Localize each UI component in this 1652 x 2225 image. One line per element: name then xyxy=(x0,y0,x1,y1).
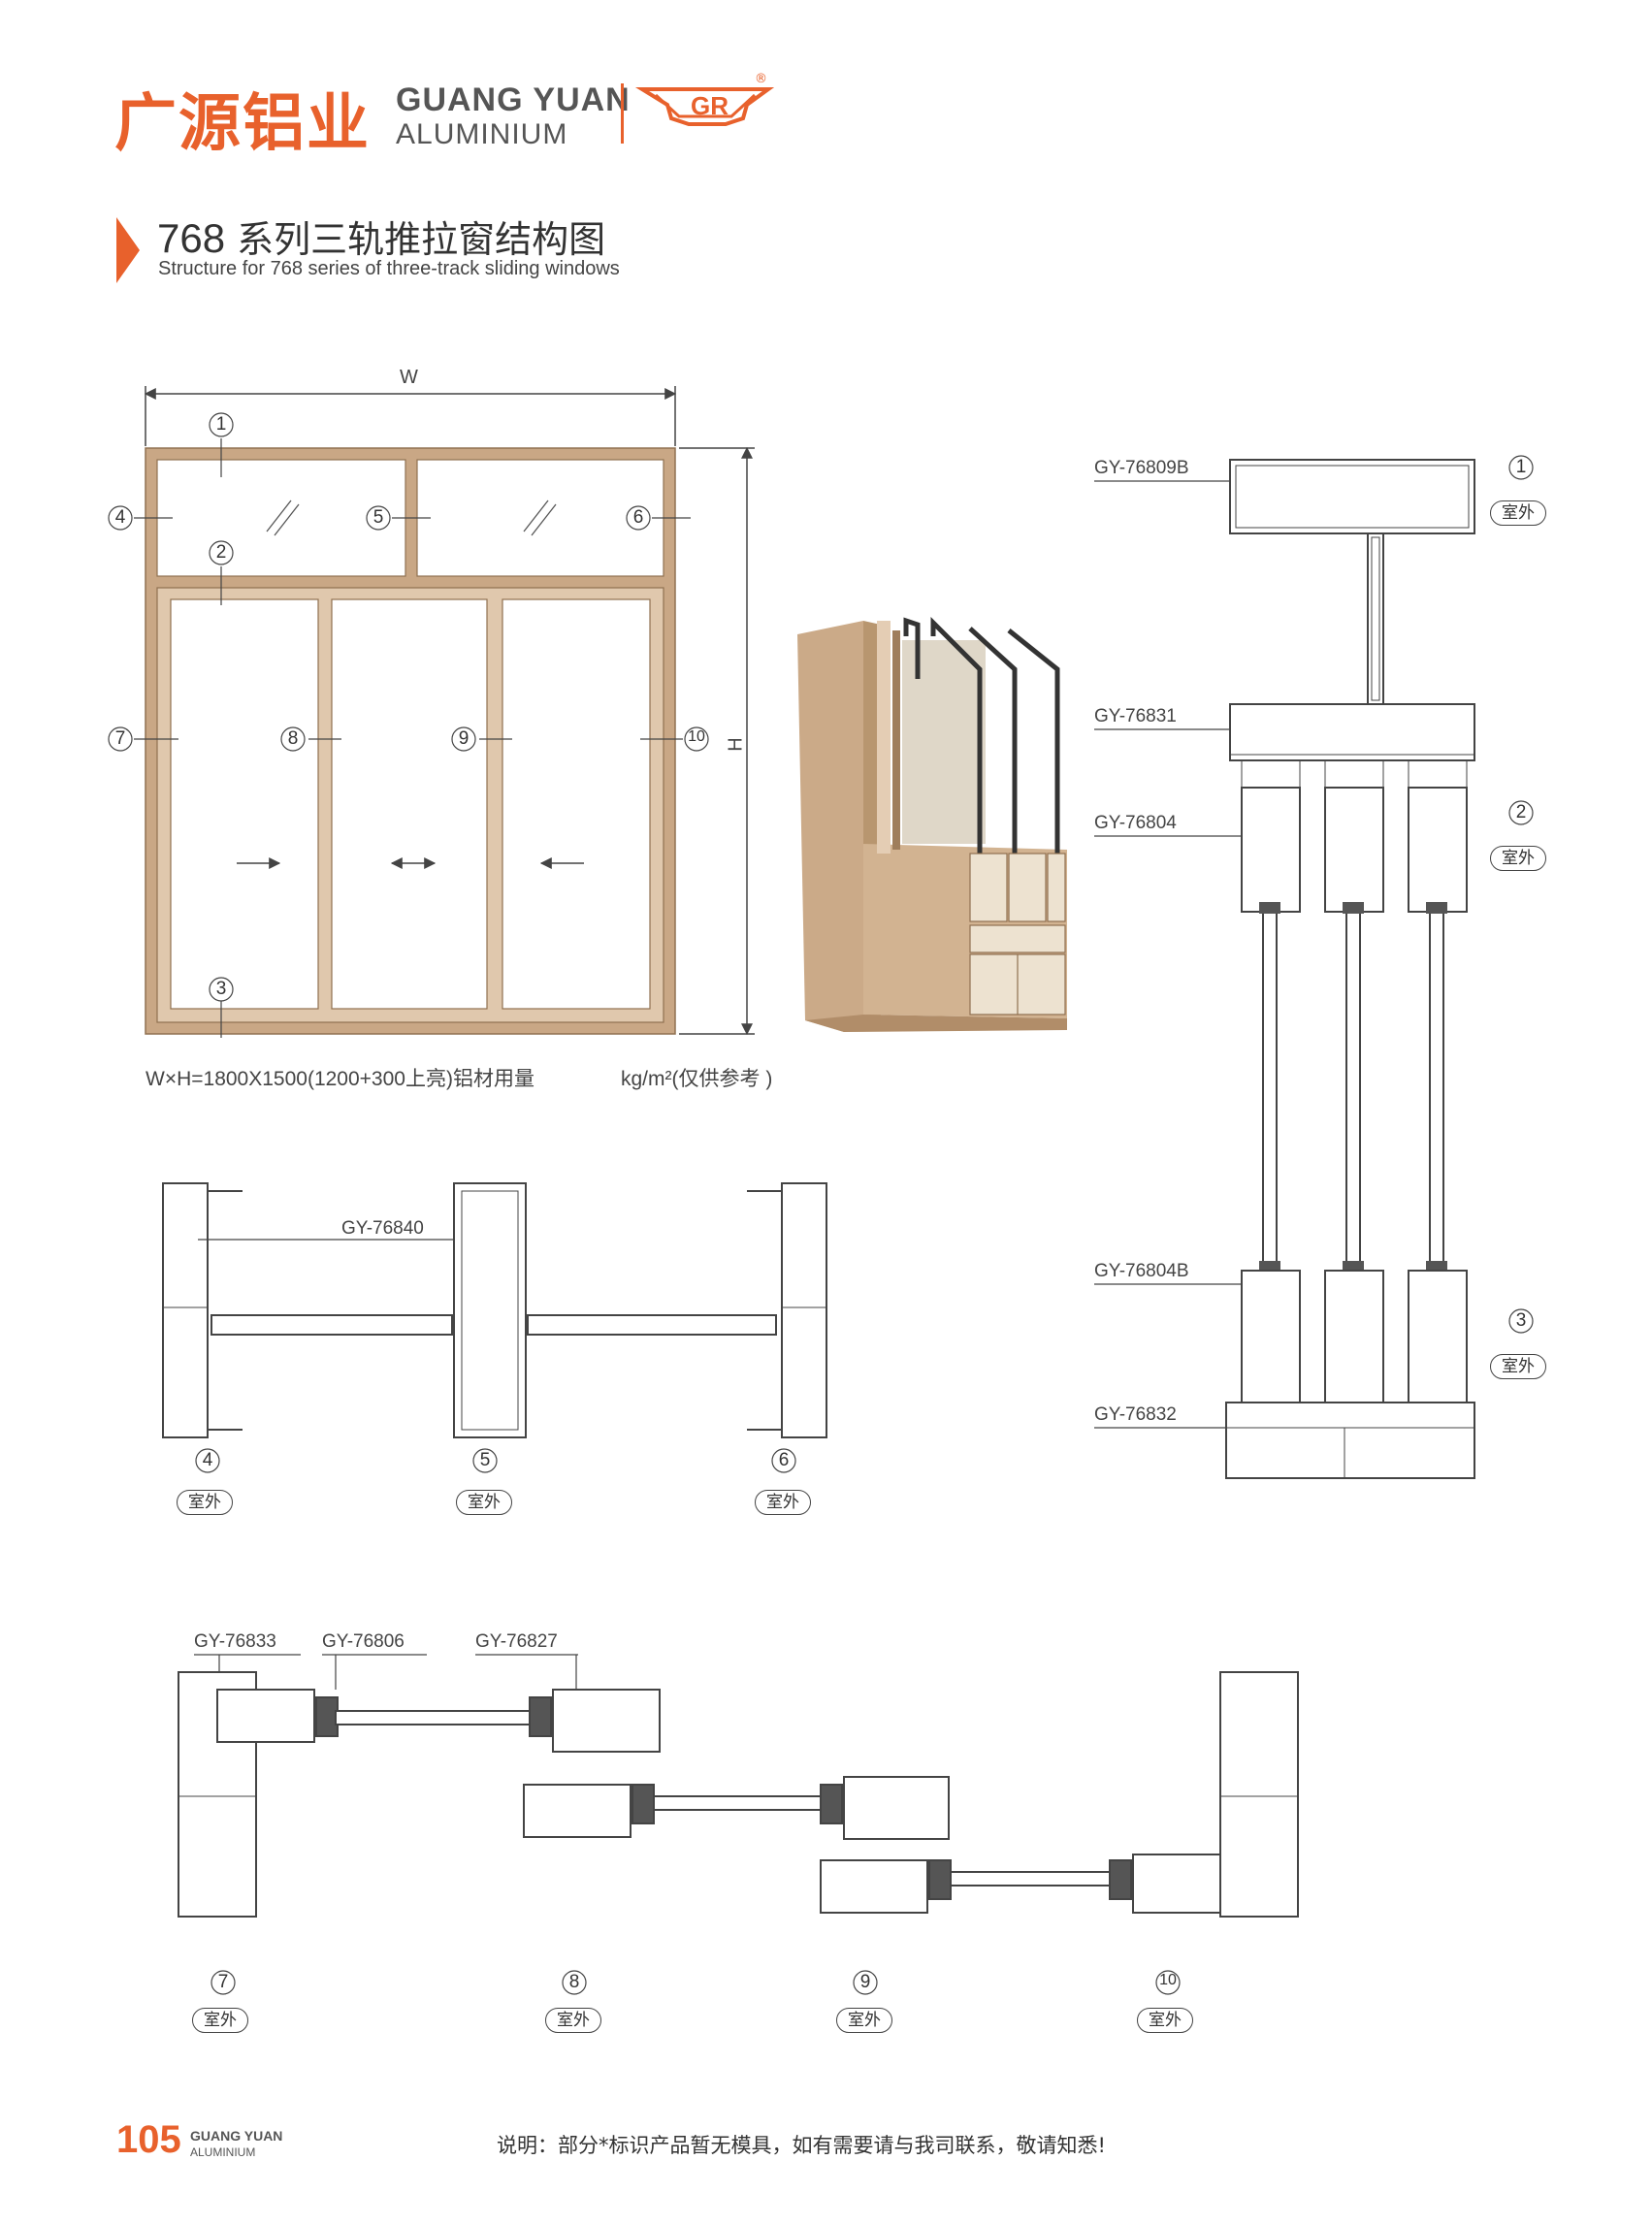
outdoor-badge-2: 室外 xyxy=(1490,846,1546,871)
section-marker-3: 3 xyxy=(1515,1310,1527,1331)
brand-divider xyxy=(621,83,624,144)
marker-2: 2 xyxy=(215,542,227,563)
page-number: 105 xyxy=(116,2118,181,2161)
page-title: 768 系列三轨推拉窗结构图 xyxy=(157,210,605,263)
profile-gy76840 xyxy=(453,1182,527,1438)
marker-5: 5 xyxy=(373,507,384,528)
profile-gy76809b xyxy=(1229,459,1475,534)
profile-jamb-left xyxy=(162,1182,209,1438)
transom-section-markers xyxy=(195,1448,796,1473)
marker-6: 6 xyxy=(632,507,644,528)
outdoor-badge-10: 室外 xyxy=(1137,2008,1193,2033)
outdoor-badge-6: 室外 xyxy=(755,1490,811,1515)
logo-text: GR xyxy=(691,91,729,120)
section-marker-1: 1 xyxy=(1515,457,1527,477)
glass-left xyxy=(211,1314,453,1336)
outdoor-badge-5: 室外 xyxy=(456,1490,512,1515)
height-label: H xyxy=(725,737,747,752)
marker-7: 7 xyxy=(114,728,126,749)
transom-light-left xyxy=(156,459,406,577)
outdoor-badge-4: 室外 xyxy=(177,1490,233,1515)
glass-sash-3 xyxy=(950,1871,1111,1886)
section-marker-10: 10 xyxy=(1159,1972,1177,1988)
sash-right xyxy=(502,598,651,1010)
title-number: 768 xyxy=(157,215,226,261)
sash-section-markers xyxy=(211,1970,1181,1995)
outdoor-badge-9: 室外 xyxy=(836,2008,892,2033)
sash-horizontal-section xyxy=(178,1654,1299,1918)
registered-mark: ® xyxy=(755,72,767,86)
sash-top-profiles xyxy=(1241,787,1468,913)
marker-leaders xyxy=(134,438,691,1038)
marker-1: 1 xyxy=(215,414,227,435)
profile-sash-2-right xyxy=(843,1776,950,1840)
brand-name-en-line1: GUANG YUAN xyxy=(396,81,631,118)
vertical-section xyxy=(1094,459,1475,1479)
sash-left xyxy=(170,598,319,1010)
profile-jamb-right xyxy=(781,1182,827,1438)
sash-bottom-profiles xyxy=(1241,1270,1468,1403)
transom-light-right xyxy=(416,459,664,577)
section-marker-6: 6 xyxy=(778,1450,790,1470)
profile-sash-3-left xyxy=(820,1859,928,1914)
profile-jamb-right-b xyxy=(1219,1671,1299,1918)
marker-9: 9 xyxy=(458,728,470,749)
code-gy76804: GY-76804 xyxy=(1094,813,1177,833)
section-marker-5: 5 xyxy=(479,1450,491,1470)
section-marker-9: 9 xyxy=(859,1972,871,1992)
marker-10: 10 xyxy=(688,728,705,745)
outdoor-badge-1: 室外 xyxy=(1490,500,1546,526)
profile-sash-2-left xyxy=(523,1784,632,1838)
code-gy76831: GY-76831 xyxy=(1094,706,1177,726)
transom-section xyxy=(162,1182,827,1438)
elevation-caption-unit: kg/m²(仅供参考 ) xyxy=(621,1068,773,1090)
footer-brand-line1: GUANG YUAN xyxy=(190,2128,283,2144)
sash-middle xyxy=(331,598,488,1010)
corner-render xyxy=(797,616,1067,1032)
marker-4: 4 xyxy=(114,507,126,528)
profile-cut xyxy=(969,853,1066,1016)
section-marker-4: 4 xyxy=(202,1450,213,1470)
dimension-height xyxy=(679,446,755,1036)
section-marker-7: 7 xyxy=(217,1972,229,1992)
dimension-width xyxy=(144,386,677,446)
outdoor-badge-7: 室外 xyxy=(192,2008,248,2033)
glass-right xyxy=(527,1314,777,1336)
code-gy76827: GY-76827 xyxy=(475,1631,558,1652)
section-marker-8: 8 xyxy=(568,1972,580,1992)
window-elevation xyxy=(108,412,709,1038)
transom-glass xyxy=(1367,532,1384,705)
outdoor-badge-8: 室外 xyxy=(545,2008,601,2033)
footer-note: 说明：部分*标识产品暂无模具，如有需要请与我司联系，敬请知悉! xyxy=(497,2134,1106,2157)
code-gy76809b: GY-76809B xyxy=(1094,458,1189,478)
page-subtitle: Structure for 768 series of three-track … xyxy=(158,258,620,279)
brand-name-en-line2: ALUMINIUM xyxy=(396,118,568,150)
glass-panes xyxy=(903,616,1060,873)
sash-glass-panes xyxy=(1262,911,1444,1264)
code-gy76806: GY-76806 xyxy=(322,1631,405,1652)
outdoor-badge-3: 室外 xyxy=(1490,1354,1546,1379)
code-gy76804b: GY-76804B xyxy=(1094,1261,1189,1281)
code-gy76832: GY-76832 xyxy=(1094,1404,1177,1425)
marker-8: 8 xyxy=(287,728,299,749)
profile-gy76832 xyxy=(1225,1402,1475,1479)
title-cn: 系列三轨推拉窗结构图 xyxy=(237,218,606,261)
profile-gy76831 xyxy=(1229,703,1475,761)
code-gy76833: GY-76833 xyxy=(194,1631,276,1652)
profile-gy76806-left xyxy=(216,1689,315,1743)
marker-circles xyxy=(108,412,709,1002)
footer-brand-line2: ALUMINIUM xyxy=(190,2145,256,2159)
section-marker-2: 2 xyxy=(1515,802,1527,822)
glass-sash-1 xyxy=(335,1710,531,1725)
elevation-caption: W×H=1800X1500(1200+300上亮)铝材用量 xyxy=(146,1068,534,1090)
glass-sash-2 xyxy=(653,1795,822,1811)
vertical-section-markers xyxy=(1508,455,1534,1334)
width-label: W xyxy=(400,367,418,388)
brand-name-cn: 广源铝业 xyxy=(114,88,371,160)
profile-gy76827-1 xyxy=(552,1689,661,1753)
code-gy76840: GY-76840 xyxy=(341,1218,424,1239)
glass-marks xyxy=(266,500,557,536)
marker-3: 3 xyxy=(215,979,227,999)
